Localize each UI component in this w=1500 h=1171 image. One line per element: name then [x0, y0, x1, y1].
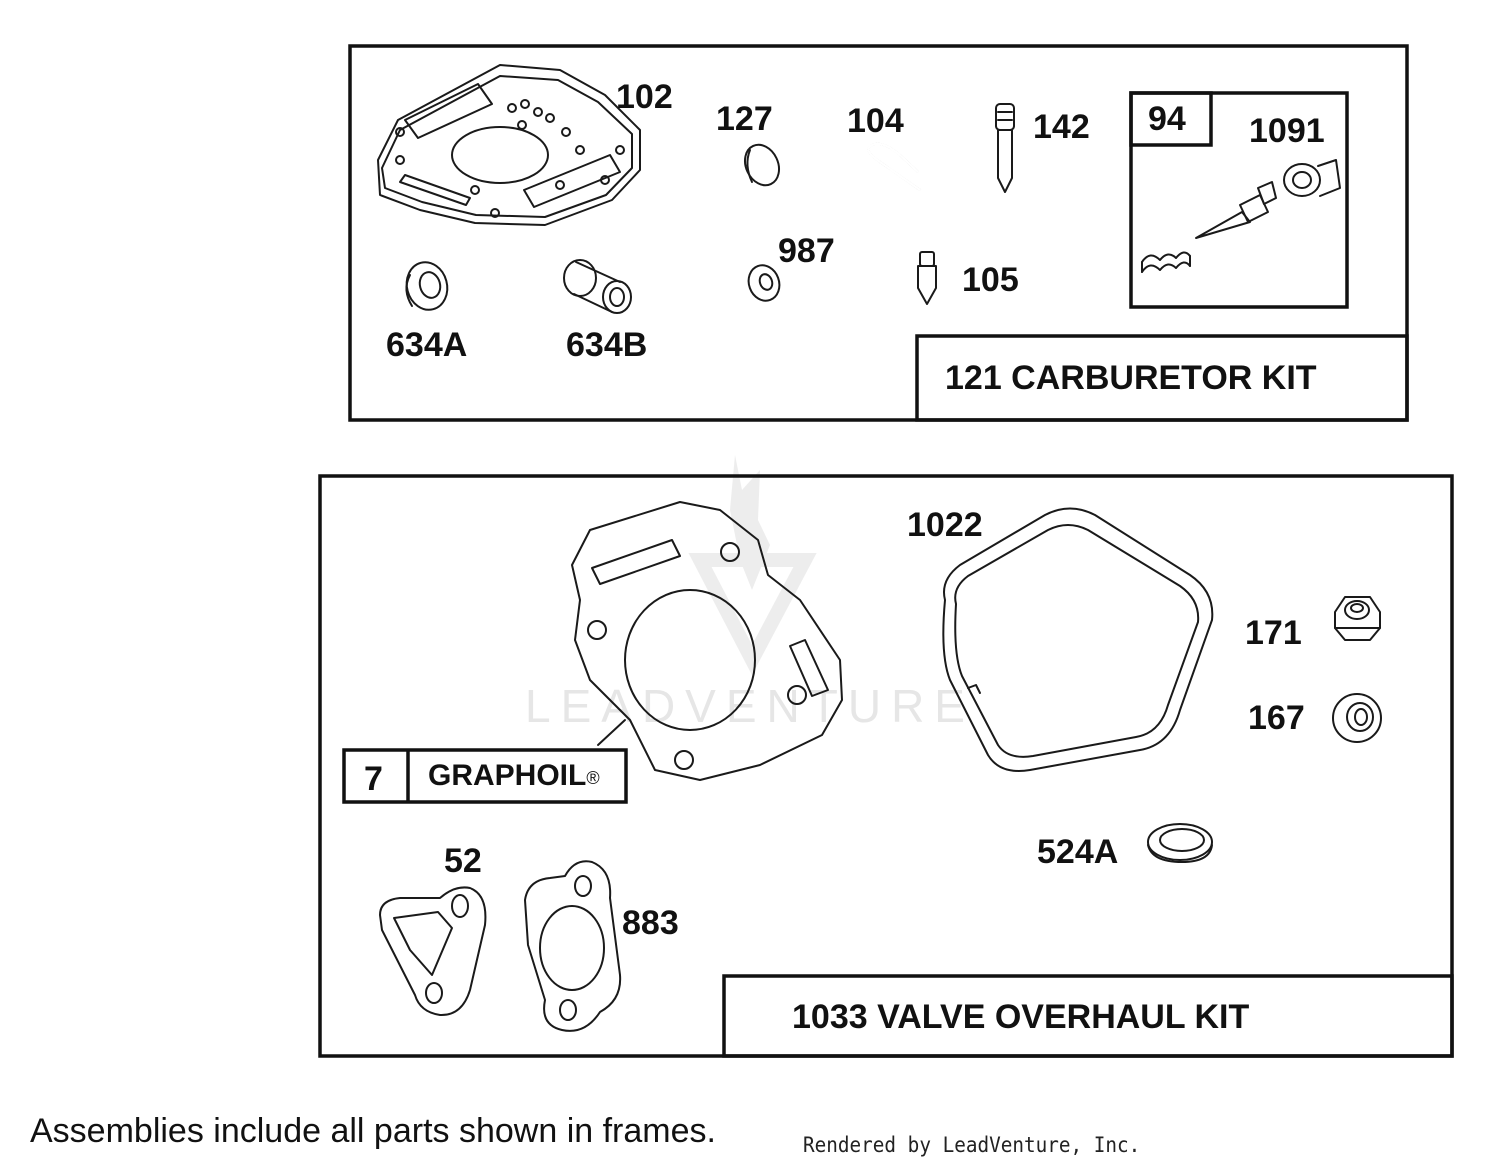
- part-label-142: 142: [1033, 108, 1090, 146]
- seal-524a-drawing: [1147, 823, 1213, 863]
- carburetor-kit-frame: 121 CARBURETOR KIT: [348, 44, 1409, 422]
- emulsion-tube-142-drawing: [995, 103, 1015, 193]
- nut-171-drawing: [1334, 596, 1381, 641]
- graphoil-box: 7 GRAPHOIL®: [342, 748, 628, 804]
- part-label-524a: 524A: [1037, 833, 1118, 871]
- valve-overhaul-kit-title: 1033 VALVE OVERHAUL KIT: [792, 998, 1249, 1036]
- sub-kit-94-frame: 94 1091: [1129, 91, 1349, 309]
- gasket-52-drawing: [379, 886, 487, 1017]
- part-label-102: 102: [616, 78, 673, 116]
- float-needle-105-drawing: [917, 251, 937, 305]
- seal-634a-drawing: [405, 261, 449, 311]
- parts-diagram: LEADVENTURE 121 CARBURETOR KIT 102 127 1…: [318, 44, 1454, 1058]
- part-label-634a: 634A: [386, 326, 467, 364]
- part-label-883: 883: [622, 904, 679, 942]
- part-label-105: 105: [962, 261, 1019, 299]
- part-label-1091: 1091: [1249, 112, 1325, 150]
- part-label-52: 52: [444, 842, 482, 880]
- float-pin-104-drawing: [867, 142, 922, 192]
- part-label-127: 127: [716, 100, 773, 138]
- part-label-104: 104: [847, 102, 904, 140]
- graphoil-label: GRAPHOIL®: [428, 759, 600, 792]
- idle-mixture-screw-1091-drawing: [1141, 159, 1341, 273]
- graphoil-number: 7: [364, 760, 383, 798]
- bushing-634b-drawing: [563, 259, 632, 314]
- rendered-by-credit: Rendered by LeadVenture, Inc.: [803, 1133, 1141, 1157]
- valve-overhaul-kit-frame: 1033 VALVE OVERHAUL KIT: [318, 474, 1454, 1058]
- leadventure-watermark-logo: [688, 455, 817, 676]
- gasket-102-drawing: [377, 64, 641, 226]
- valve-cover-gasket-1022-drawing: [942, 507, 1214, 772]
- part-label-167: 167: [1248, 699, 1305, 737]
- part-label-1022: 1022: [907, 506, 983, 544]
- cylinder-head-gasket-drawing: [571, 501, 843, 781]
- part-label-987: 987: [778, 232, 835, 270]
- assemblies-note: Assemblies include all parts shown in fr…: [30, 1112, 716, 1150]
- welch-plug-127-drawing: [743, 143, 781, 187]
- washer-987-drawing: [747, 264, 781, 302]
- part-label-171: 171: [1245, 614, 1302, 652]
- seal-167-drawing: [1332, 693, 1382, 743]
- gasket-883-drawing: [524, 860, 622, 1032]
- part-label-634b: 634B: [566, 326, 647, 364]
- sub-kit-number: 94: [1148, 100, 1186, 138]
- carburetor-kit-title: 121 CARBURETOR KIT: [945, 359, 1317, 397]
